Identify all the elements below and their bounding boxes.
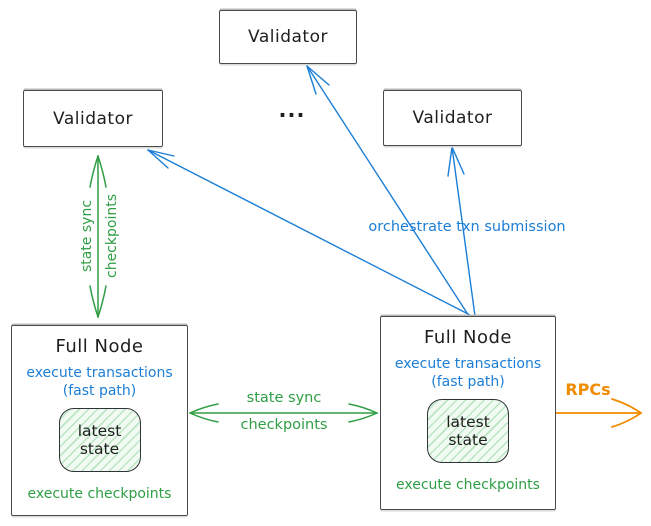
latest-state-line2: state xyxy=(448,431,488,449)
execute-transactions-label: execute transactions xyxy=(394,356,542,372)
execute-checkpoints-label: execute checkpoints xyxy=(396,477,540,493)
vertical-state-sync-label-line1: state sync xyxy=(79,199,95,273)
orchestrate-arrows xyxy=(147,65,476,317)
execute-checkpoints-label: execute checkpoints xyxy=(27,486,172,502)
validator-label: Validator xyxy=(248,27,328,47)
fast-path-label: (fast path) xyxy=(62,383,137,399)
full-node-title: Full Node xyxy=(55,336,144,357)
validator-box-top-left: Validator xyxy=(23,90,163,147)
latest-state-line1: latest xyxy=(77,421,122,440)
validator-box-top-right: Validator xyxy=(383,90,522,146)
state-sync-vertical-arrow xyxy=(89,155,107,318)
latest-state-box: latest state xyxy=(58,408,141,472)
rpcs-arrow xyxy=(555,398,642,428)
validator-box-top-center: Validator xyxy=(219,10,357,64)
validator-label: Validator xyxy=(53,108,133,129)
full-node-title: Full Node xyxy=(424,327,512,348)
fast-path-label: (fast path) xyxy=(431,374,505,390)
vertical-state-sync-label-line2: checkpoints xyxy=(104,194,120,278)
latest-state-box: latest state xyxy=(427,399,509,463)
validator-label: Validator xyxy=(412,108,493,128)
latest-state-line2: state xyxy=(79,440,120,458)
full-node-box-left: Full Node execute transactions (fast pat… xyxy=(11,325,188,516)
state-sync-horizontal-arrow xyxy=(189,403,378,423)
full-node-box-right: Full Node execute transactions (fast pat… xyxy=(380,316,556,510)
more-validators-ellipsis: ... xyxy=(278,98,306,122)
orchestrate-txn-submission-label: orchestrate txn submission xyxy=(368,219,566,235)
execute-transactions-label: execute transactions xyxy=(26,365,173,381)
horizontal-state-sync-label-line2: checkpoints xyxy=(240,417,328,433)
horizontal-state-sync-label-line1: state sync xyxy=(246,390,322,406)
latest-state-line1: latest xyxy=(446,412,490,431)
rpcs-label: RPCs xyxy=(565,380,611,399)
